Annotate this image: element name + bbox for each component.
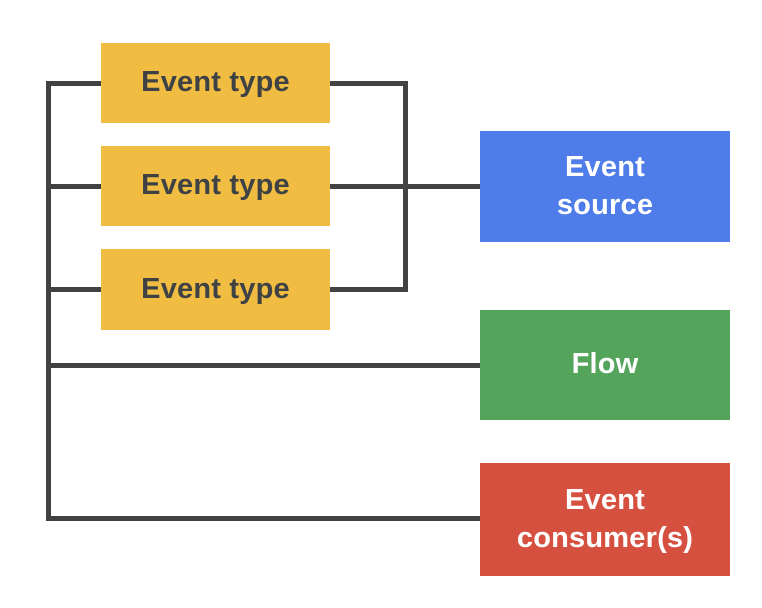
node-flow-label: Flow	[571, 348, 639, 381]
node-event-type-3: Event type	[101, 249, 330, 330]
node-event-type-2: Event type	[101, 146, 330, 226]
connector-event-consumers	[46, 516, 480, 521]
node-event-type-3-label: Event type	[141, 272, 290, 305]
node-event-source: Event source	[480, 131, 730, 242]
node-event-consumers-label: Event consumer(s)	[516, 484, 694, 554]
connector-flow	[46, 363, 480, 368]
node-event-type-1-label: Event type	[141, 66, 290, 99]
node-flow: Flow	[480, 310, 730, 420]
node-event-consumers: Event consumer(s)	[480, 463, 730, 576]
node-event-type-2-label: Event type	[141, 169, 290, 202]
node-event-source-label: Event source	[556, 151, 654, 221]
left-bus-vertical-line	[46, 81, 51, 521]
node-event-type-1: Event type	[101, 43, 330, 123]
